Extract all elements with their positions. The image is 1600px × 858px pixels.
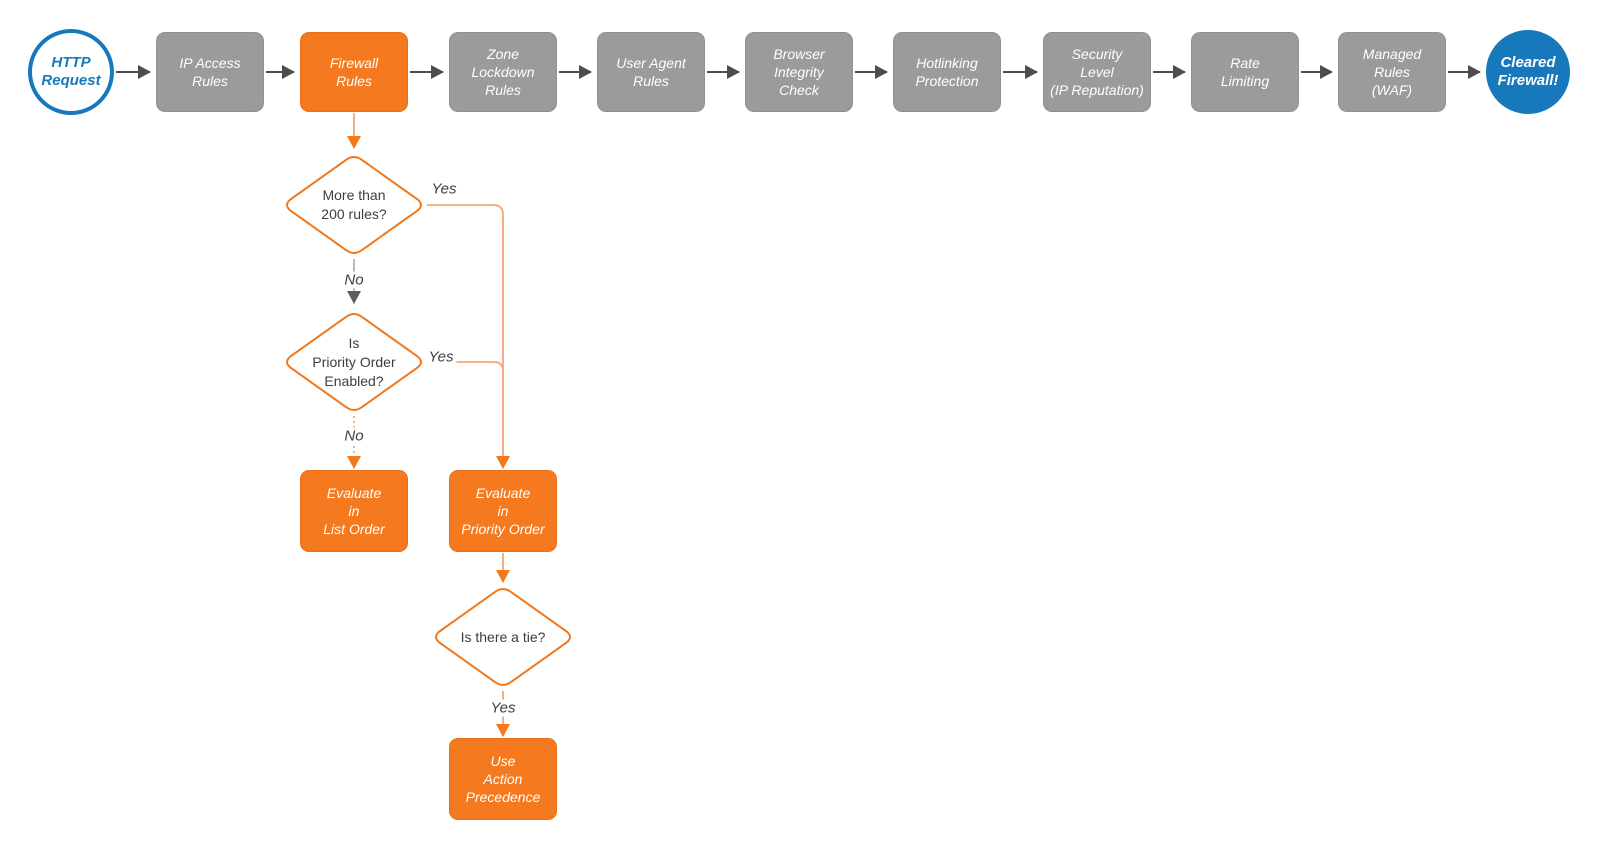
node-security-level: Security Level (IP Reputation) — [1043, 32, 1151, 112]
diamond-shape — [286, 313, 422, 411]
node-http-request: HTTP Request — [28, 29, 114, 115]
diamond-shape — [435, 588, 571, 686]
node-security-level-label: Security Level (IP Reputation) — [1050, 46, 1144, 98]
node-http-request-label: HTTP Request — [41, 54, 101, 89]
node-zone-lockdown-rules-label: Zone Lockdown Rules — [471, 46, 535, 98]
edge-label-yes-priority-enabled: Yes — [425, 348, 457, 366]
node-ip-access-rules-label: IP Access Rules — [179, 55, 241, 89]
node-evaluate-in-list-order-label: Evaluate in List Order — [323, 485, 385, 537]
node-evaluate-in-list-order: Evaluate in List Order — [300, 470, 408, 552]
diamond-shape — [286, 156, 422, 254]
node-evaluate-in-priority-order-label: Evaluate in Priority Order — [461, 485, 545, 537]
node-user-agent-rules: User Agent Rules — [597, 32, 705, 112]
node-zone-lockdown-rules: Zone Lockdown Rules — [449, 32, 557, 112]
node-managed-rules-waf-label: Managed Rules (WAF) — [1362, 46, 1422, 98]
node-rate-limiting: Rate Limiting — [1191, 32, 1299, 112]
node-cleared-firewall-label: Cleared Firewall! — [1497, 54, 1559, 89]
node-hotlinking-protection-label: Hotlinking Protection — [915, 55, 979, 89]
node-use-action-precedence: Use Action Precedence — [449, 738, 557, 820]
node-managed-rules-waf: Managed Rules (WAF) — [1338, 32, 1446, 112]
node-browser-integrity-check: Browser Integrity Check — [745, 32, 853, 112]
node-firewall-rules: Firewall Rules — [300, 32, 408, 112]
node-ip-access-rules: IP Access Rules — [156, 32, 264, 112]
edge-label-yes-tie: Yes — [487, 699, 519, 717]
node-rate-limiting-label: Rate Limiting — [1220, 55, 1270, 89]
edge-rule-count-yes-to-evaluate-priority — [427, 204, 510, 469]
node-cleared-firewall: Cleared Firewall! — [1486, 30, 1570, 114]
node-use-action-precedence-label: Use Action Precedence — [465, 753, 541, 805]
edge-label-no-priority-enabled: No — [341, 427, 367, 445]
decision-priority-order-enabled: Is Priority Order Enabled? — [281, 309, 427, 415]
decision-more-than-200-rules: More than 200 rules? — [281, 152, 427, 258]
decision-priority-order-enabled-label: Is Priority Order Enabled? — [312, 334, 396, 389]
node-browser-integrity-check-label: Browser Integrity Check — [773, 46, 825, 98]
node-evaluate-in-priority-order: Evaluate in Priority Order — [449, 470, 557, 552]
edge-label-no-rule-count: No — [341, 271, 367, 289]
node-firewall-rules-label: Firewall Rules — [329, 55, 379, 89]
decision-more-than-200-rules-label: More than 200 rules? — [321, 187, 387, 222]
edge-priority-decision-yes-merge — [427, 361, 504, 372]
decision-is-there-a-tie-label: Is there a tie? — [460, 628, 546, 645]
node-hotlinking-protection: Hotlinking Protection — [893, 32, 1001, 112]
decision-is-there-a-tie: Is there a tie? — [430, 584, 576, 690]
node-user-agent-rules-label: User Agent Rules — [616, 55, 686, 89]
edge-label-yes-rule-count: Yes — [428, 180, 460, 198]
